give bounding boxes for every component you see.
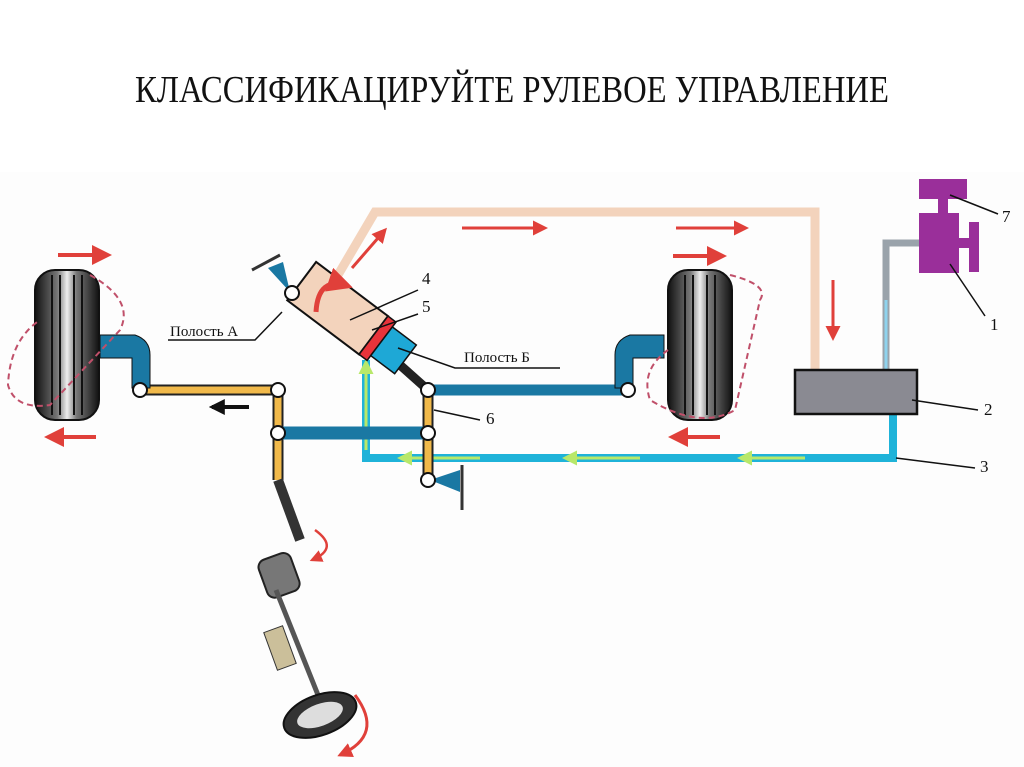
joints xyxy=(132,285,636,488)
slide-title: КЛАССИФИКАЦИРУЙТЕ РУЛЕВОЕ УПРАВЛЕНИЕ xyxy=(134,69,889,111)
return-line xyxy=(358,359,897,466)
pressure-line xyxy=(331,207,820,370)
right-steering-arm xyxy=(614,334,665,389)
reservoir xyxy=(793,368,919,416)
callout-6: 6 xyxy=(486,409,495,428)
power-cylinder xyxy=(285,260,418,375)
leader-lines xyxy=(168,194,999,469)
callout-1: 1 xyxy=(990,315,999,334)
callout-4: 4 xyxy=(422,269,431,288)
cavity-a-label: Полость А xyxy=(170,324,238,340)
left-steering-arm xyxy=(99,334,151,389)
pump xyxy=(919,179,979,273)
diagram-panel xyxy=(0,172,1024,767)
fixed-mount-top xyxy=(251,253,290,292)
callout-7: 7 xyxy=(1002,207,1011,226)
callout-2: 2 xyxy=(984,400,993,419)
flow-arrows xyxy=(350,220,841,341)
steering-column xyxy=(257,478,369,757)
cavity-b-label: Полость Б xyxy=(464,350,530,366)
right-wheel xyxy=(646,246,763,447)
callout-3: 3 xyxy=(980,457,989,476)
fixed-mount-bottom xyxy=(430,465,464,510)
callout-5: 5 xyxy=(422,297,431,316)
left-wheel xyxy=(6,245,125,447)
